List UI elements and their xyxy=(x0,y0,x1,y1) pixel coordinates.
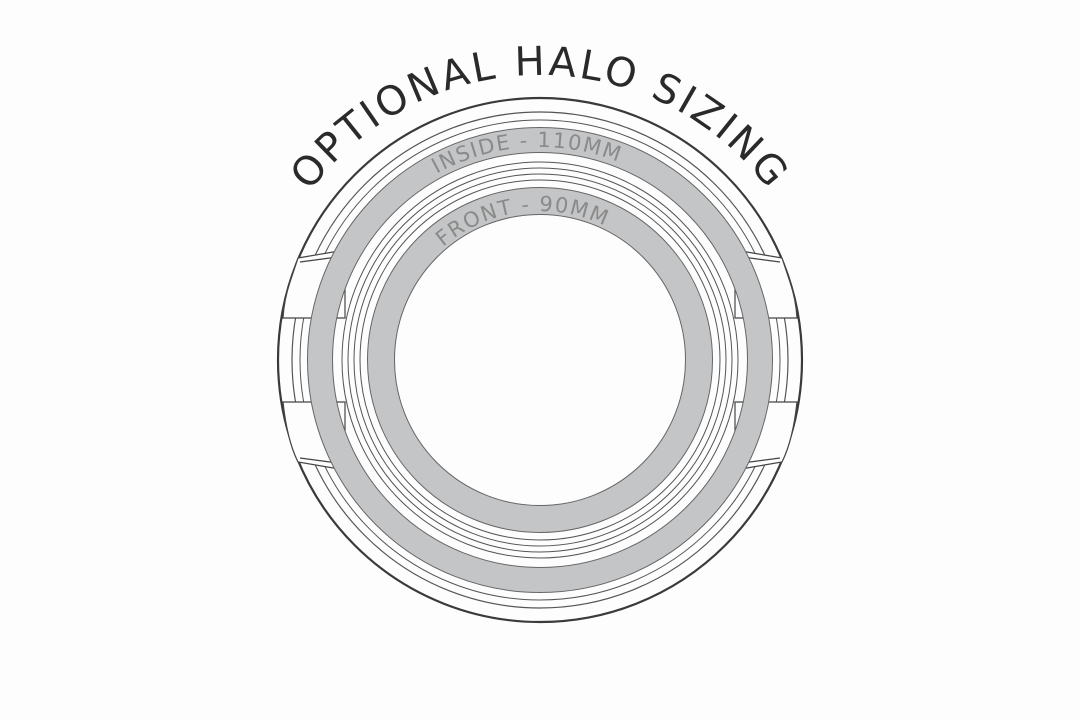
front-halo-inner-edge xyxy=(394,214,686,506)
inside-halo-inner-edge xyxy=(332,152,748,568)
housing-inner-ring xyxy=(291,111,789,609)
housing-step-ring xyxy=(299,119,781,601)
inside-halo-outer-edge xyxy=(307,127,773,593)
front-halo-outer-edge xyxy=(367,187,713,533)
intermediate-rings xyxy=(341,161,739,559)
inside-halo-band xyxy=(307,127,773,593)
front-size-label: FRONT - 90MM xyxy=(431,192,613,251)
front-halo-band xyxy=(367,187,713,533)
outer-housing-ring xyxy=(276,96,804,624)
